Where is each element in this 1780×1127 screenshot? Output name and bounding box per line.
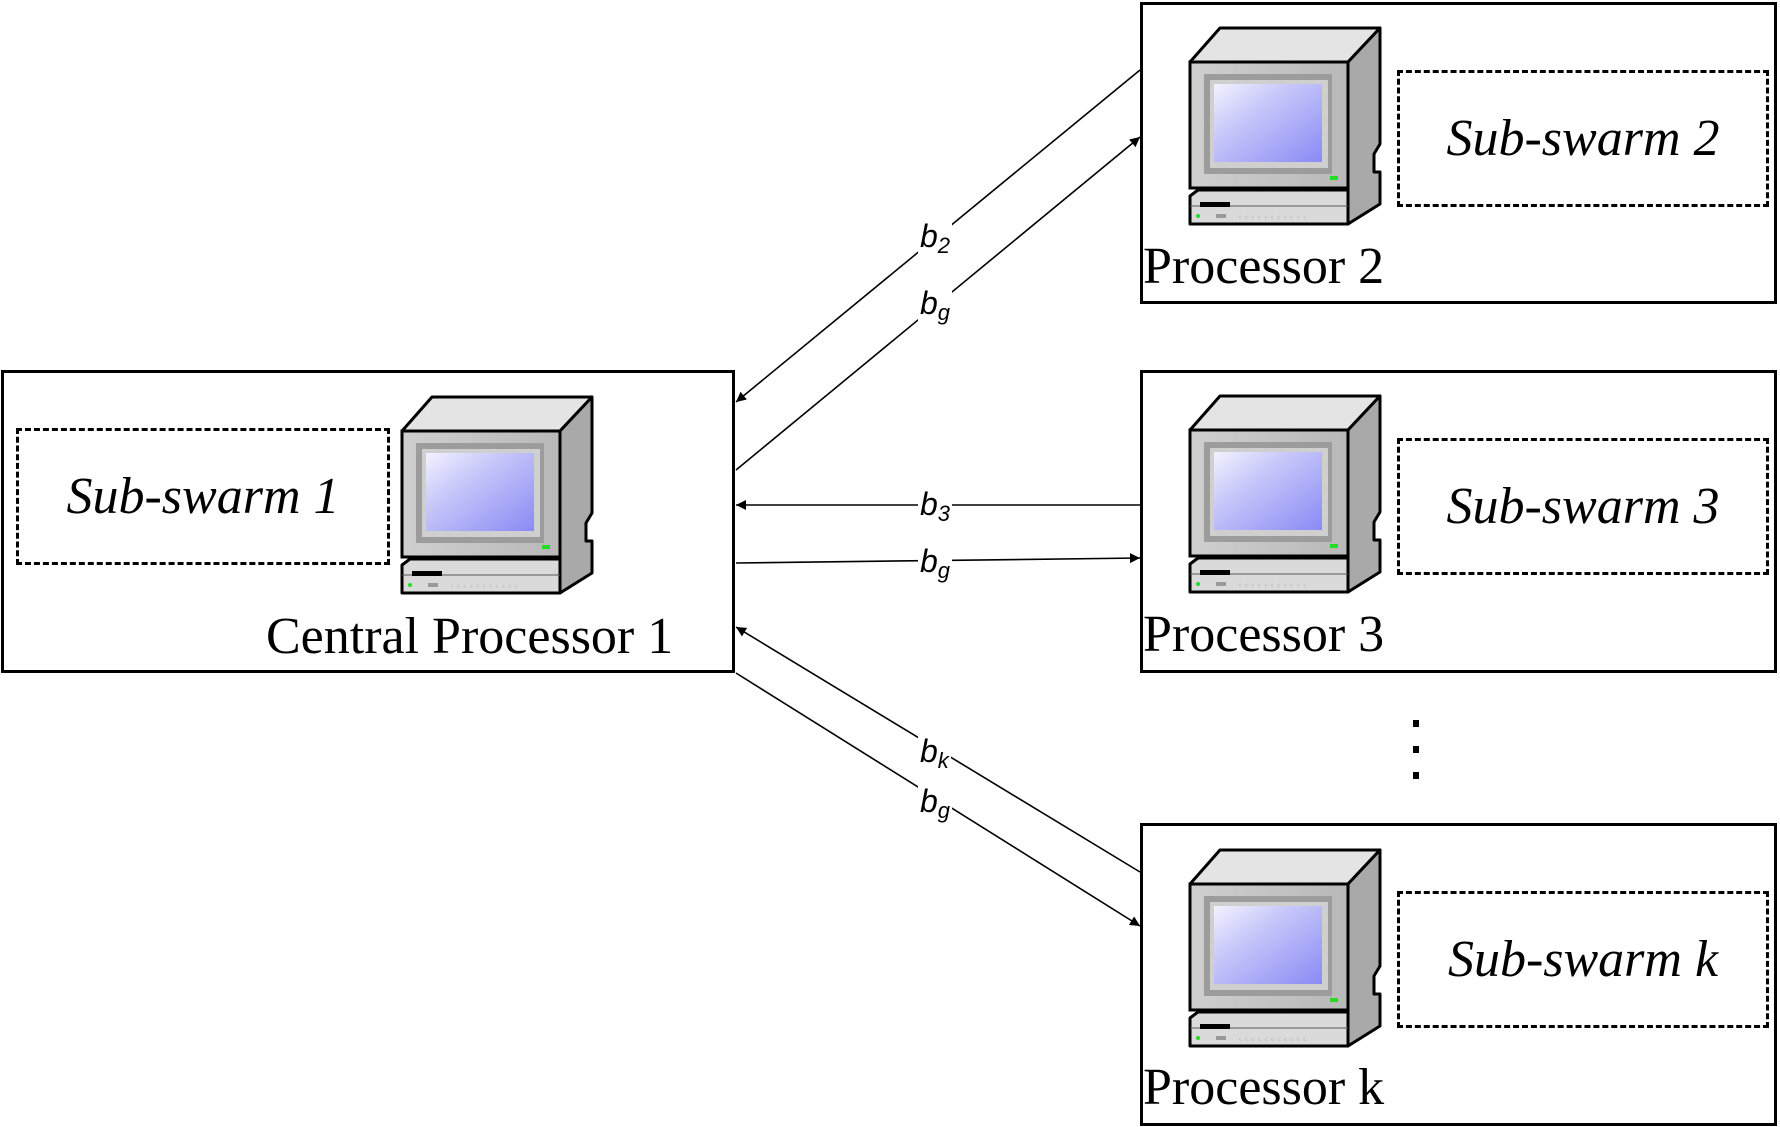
processor-node: Sub-swarm k Processor k (1140, 823, 1777, 1126)
computer-icon (1188, 848, 1382, 1048)
sub-swarm-box: Sub-swarm k (1397, 891, 1769, 1028)
sub-swarm-box: Sub-swarm 3 (1397, 438, 1769, 575)
computer-icon (1188, 394, 1382, 594)
processor-label: Central Processor 1 (266, 608, 674, 665)
edge-label-subscript: g (937, 558, 951, 583)
processor-label: Processor 2 (1143, 238, 1385, 295)
sub-swarm-label: Sub-swarm 3 (1446, 478, 1720, 535)
edge-label-base: b (920, 218, 938, 254)
edge-label: bk (918, 735, 951, 772)
edge-label-subscript: g (937, 798, 951, 823)
central-processor-node: Sub-swarm 1 Central Processor 1 (1, 370, 735, 673)
edge-label: bg (918, 285, 953, 325)
sub-swarm-box: Sub-swarm 2 (1397, 70, 1769, 207)
ellipsis-dot (1413, 746, 1419, 753)
edge-label-base: b (920, 543, 938, 579)
ellipsis-dot (1413, 772, 1419, 779)
edge-label-base: b (920, 783, 938, 819)
processor-label: Processor k (1143, 1059, 1385, 1116)
edge-label: bg (918, 543, 953, 583)
edge-label-subscript: 2 (937, 233, 951, 258)
edge-label: b3 (918, 486, 953, 526)
edge-label-subscript: 3 (937, 501, 951, 526)
sub-swarm-label: Sub-swarm k (1447, 931, 1719, 988)
processor-label: Processor 3 (1143, 606, 1385, 663)
sub-swarm-label: Sub-swarm 2 (1446, 110, 1720, 167)
edge-label-base: b (920, 733, 938, 769)
computer-icon (1188, 26, 1382, 226)
processor-node: Sub-swarm 2 Processor 2 (1140, 2, 1777, 304)
processor-node: Sub-swarm 3 Processor 3 (1140, 370, 1777, 673)
edge-label: b2 (918, 218, 953, 258)
edge-label-subscript: g (937, 300, 951, 325)
sub-swarm-label: Sub-swarm 1 (66, 468, 340, 525)
edge-label: bg (918, 783, 953, 823)
edge-label-base: b (920, 486, 938, 522)
edge-label-subscript: k (937, 748, 949, 773)
ellipsis-dot (1413, 720, 1419, 727)
computer-icon (400, 395, 594, 595)
edge-label-base: b (920, 285, 938, 321)
sub-swarm-box: Sub-swarm 1 (16, 428, 390, 565)
